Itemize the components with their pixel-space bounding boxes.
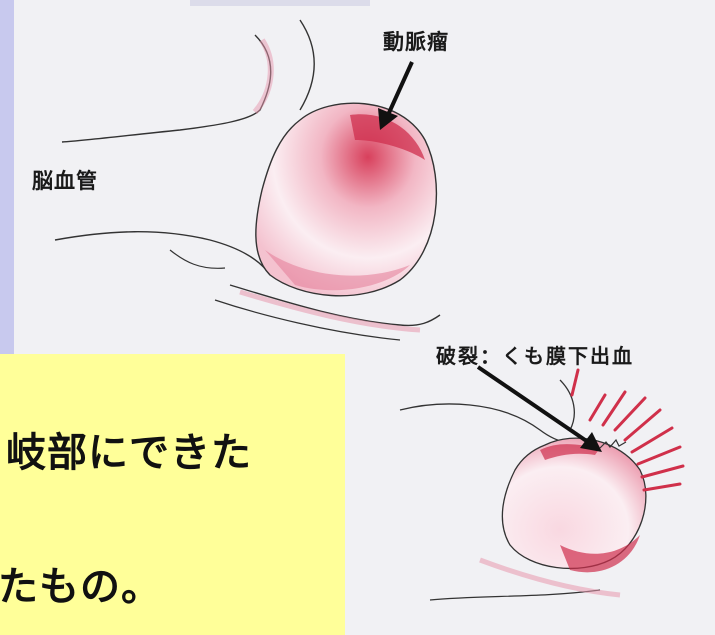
rupture-arrow [476, 365, 602, 452]
lower-vessel [54, 231, 441, 341]
top-strip [190, 0, 370, 6]
aneurysm-arrow [378, 61, 414, 130]
caption-box: 岐部にできた たもの。 [0, 354, 345, 635]
hemorrhage-lines [570, 368, 685, 492]
caption-line-1: 岐部にできた [6, 430, 252, 476]
aneurysm-dome [255, 102, 438, 297]
aneurysm-label: 動脈瘤 [383, 30, 449, 54]
upper-vessel [61, 19, 315, 143]
vessel-label: 脳血管 [32, 169, 98, 193]
rupture-label: 破裂：くも膜下出血 [436, 344, 634, 368]
caption-line-2: たもの。 [0, 564, 162, 610]
ruptured-aneurysm [399, 379, 647, 601]
